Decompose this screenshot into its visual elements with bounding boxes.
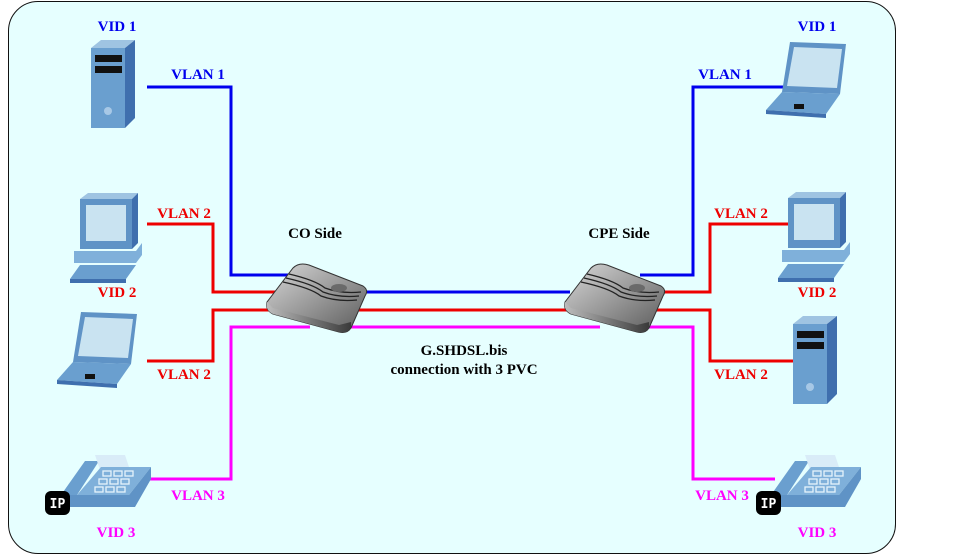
co-vlan2-top-label: VLAN 2 [157,206,211,222]
co-desktop-computer-icon[interactable] [70,193,142,283]
co-vlan1-line [147,85,290,277]
co-vid2-label: VID 2 [98,285,137,301]
co-vlan2-bottom-label: VLAN 2 [157,367,211,383]
co-vlan1-label: VLAN 1 [171,67,225,83]
link-title-line2: connection with 3 PVC [390,362,537,378]
cpe-vlan2-bottom-line [655,308,793,363]
co-vlan2-bottom-line [147,308,275,363]
co-ip-phone-icon[interactable]: IP [45,454,152,515]
cpe-laptop-icon[interactable] [766,42,846,118]
cpe-desktop-computer-icon[interactable] [778,192,850,282]
co-vid1-label: VID 1 [98,19,137,35]
co-vid3-label: VID 3 [97,525,136,541]
cpe-tower-server-icon[interactable] [793,316,837,404]
cpe-side-title: CPE Side [588,226,650,242]
cpe-vlan1-label: VLAN 1 [698,67,752,83]
cpe-vlan2-top-label: VLAN 2 [714,206,768,222]
cpe-ip-badge: IP [756,491,781,515]
cpe-vid1-label: VID 1 [798,19,837,35]
cpe-vlan2-top-line [660,222,790,294]
cpe-vlan1-line [640,85,790,277]
co-vlan3-label: VLAN 3 [171,488,225,504]
diagram-panel [8,1,896,554]
co-laptop-icon[interactable] [57,312,137,388]
co-ip-badge: IP [45,491,70,515]
link-title-line1: G.SHDSL.bis [421,343,508,359]
cpe-vlan3-line [640,325,775,481]
co-ip-badge-text: IP [50,497,66,512]
co-vlan3-line [148,325,310,481]
cpe-vlan2-bottom-label: VLAN 2 [714,367,768,383]
cpe-vid3-label: VID 3 [798,525,837,541]
cpe-ip-badge-text: IP [761,497,777,512]
co-tower-server-icon[interactable] [91,40,135,128]
cpe-vid2-label: VID 2 [798,285,837,301]
co-side-title: CO Side [288,226,342,242]
cpe-ip-phone-icon[interactable]: IP [756,454,862,515]
cpe-vlan3-label: VLAN 3 [695,488,749,504]
co-vlan2-top-line [147,222,280,294]
